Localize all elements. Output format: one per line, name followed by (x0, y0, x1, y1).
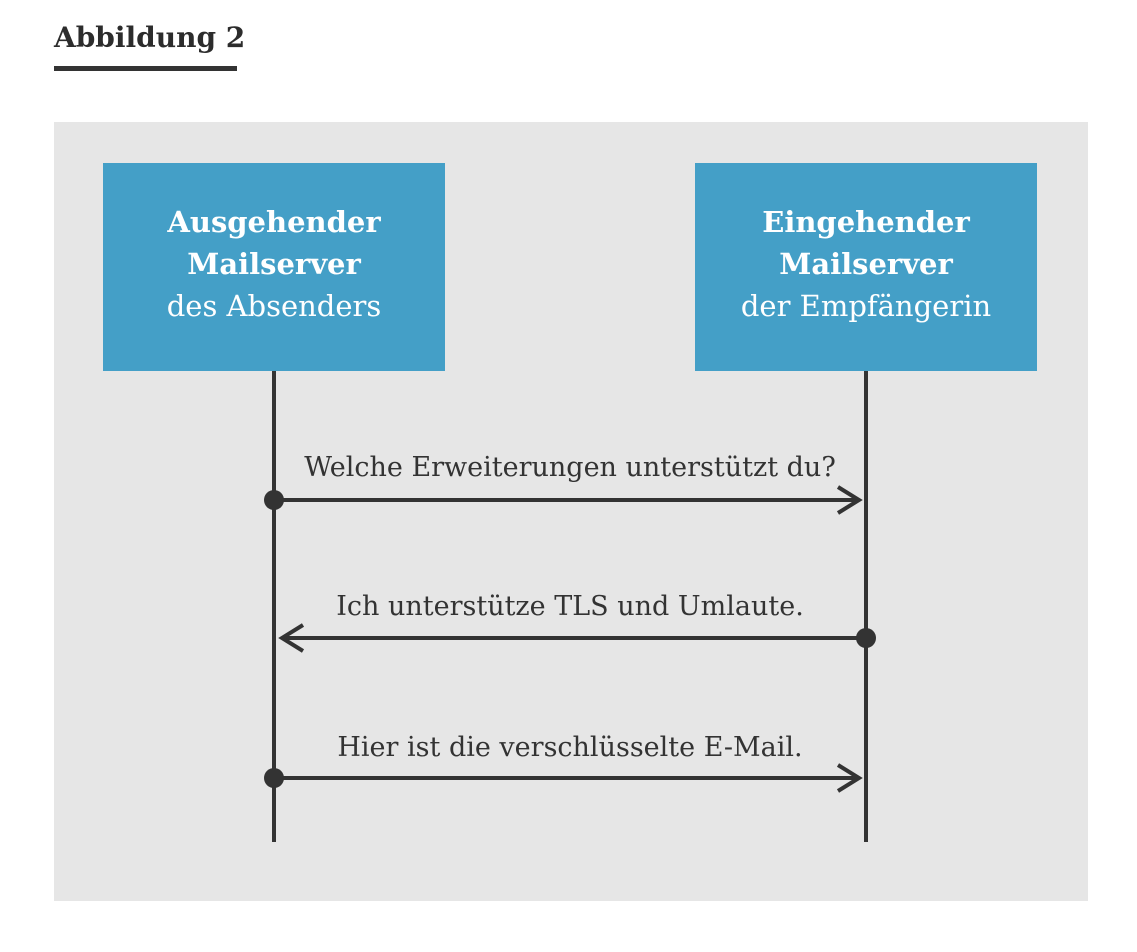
outgoing-server-title-line2: Mailserver (187, 247, 361, 281)
outgoing-server-subtitle: des Absenders (166, 289, 382, 323)
message-label-3: Hier ist die verschlüsselte E-Mail. (337, 732, 803, 763)
figure-title: Abbildung 2 (54, 21, 246, 54)
message-arrow-1 (264, 485, 863, 515)
title-underline (54, 66, 237, 71)
outgoing-server-title-line1: Ausgehender (167, 205, 381, 239)
message-label-2: Ich unterstütze TLS und Umlaute. (336, 591, 804, 622)
message-arrow-3 (264, 763, 863, 793)
incoming-server-title-line1: Eingehender (762, 205, 970, 239)
incoming-server-subtitle: der Empfängerin (740, 289, 992, 323)
message-arrow-2 (278, 623, 876, 653)
incoming-mailserver-box: Eingehender Mailserver der Empfängerin (695, 163, 1037, 371)
outgoing-mailserver-box: Ausgehender Mailserver des Absenders (103, 163, 445, 371)
message-label-1: Welche Erweiterungen unterstützt du? (304, 452, 836, 483)
incoming-server-title-line2: Mailserver (779, 247, 953, 281)
